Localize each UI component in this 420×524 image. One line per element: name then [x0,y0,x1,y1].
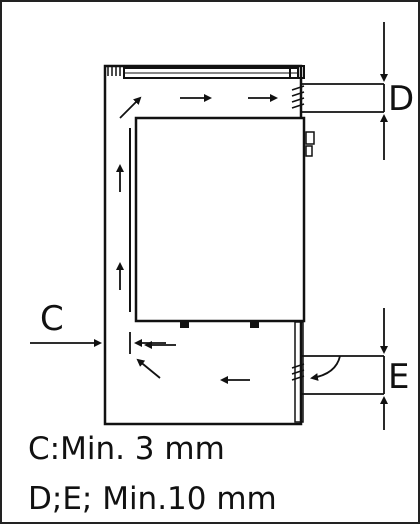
top-vent-hatch [107,66,121,76]
clearance-note-de: D;E; Min.10 mm [28,481,277,517]
label-d: D [388,79,414,119]
appliance-feet [180,321,259,328]
clearance-note-c: C:Min. 3 mm [28,431,225,467]
bottom-vent-frame [294,321,304,423]
airflow-arrows [116,94,341,384]
dimension-c [30,332,166,354]
label-c: C [40,299,64,339]
label-e: E [388,357,409,397]
appliance-body [134,116,306,323]
top-right-cap [289,65,305,79]
airflow-arrow-intake [310,355,341,381]
bottom-vent-hatch [291,363,305,381]
airflow-arrow-corner [119,96,142,119]
bottom-intake-duct [301,355,385,395]
airflow-arrow-diag-low [136,358,161,379]
control-knobs [305,131,315,157]
top-exhaust-duct [301,83,385,113]
